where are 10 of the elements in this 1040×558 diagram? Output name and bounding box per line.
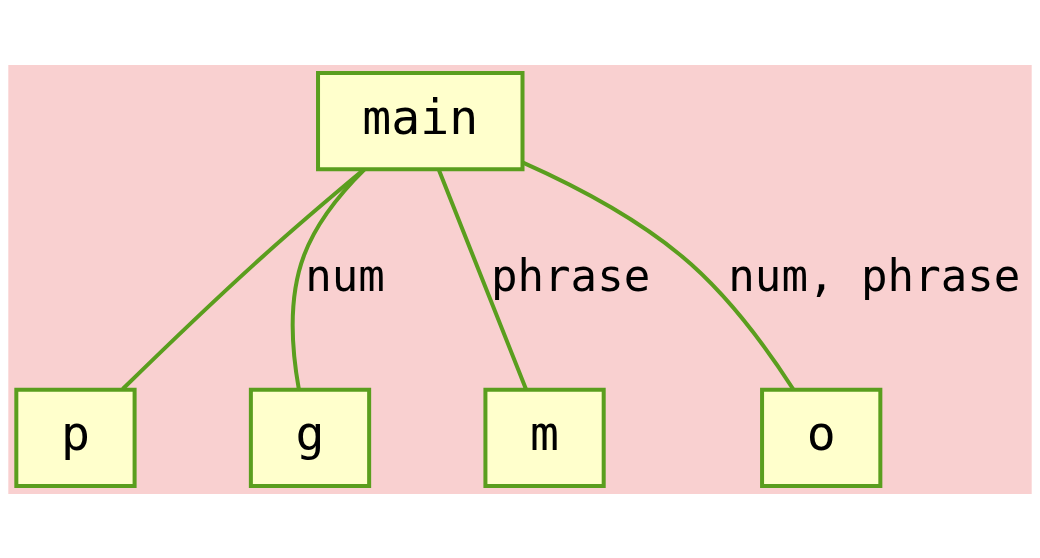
edge-label: phrase	[490, 249, 651, 301]
node-box: m	[483, 387, 606, 488]
node-box: p	[14, 387, 137, 488]
node-box: main	[316, 70, 525, 171]
node-box: o	[760, 387, 883, 488]
node-box: g	[248, 387, 372, 488]
connector	[436, 168, 528, 390]
edge-label: num	[305, 249, 385, 301]
edge-label: num, phrase	[728, 249, 1021, 301]
connector	[522, 160, 796, 391]
